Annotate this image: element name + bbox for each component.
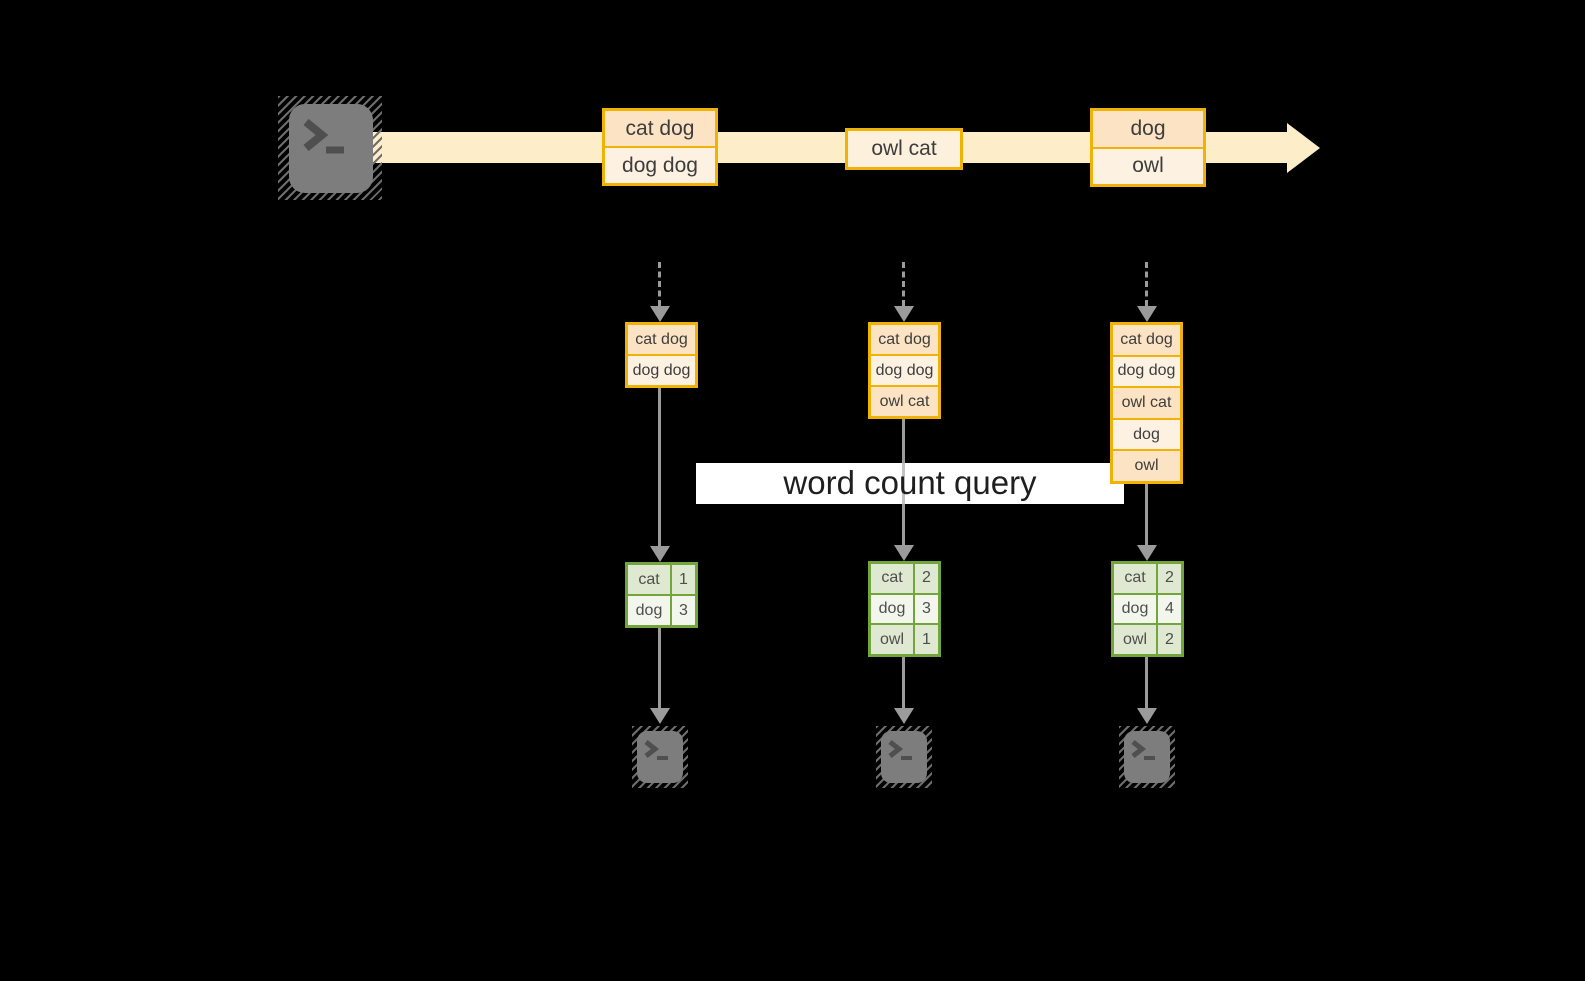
record-text: cat dog [605,111,715,146]
state-records-3: cat dog dog dog owl cat dog owl [1110,322,1183,484]
record-text: dog dog [871,356,938,385]
record-text: owl cat [871,387,938,416]
word-cell: dog [1114,594,1156,624]
count-table-2: cat 2 dog 3 owl 1 [868,561,941,657]
arrow-line [658,386,661,546]
dashed-arrow-line [1145,262,1148,306]
count-table-1: cat 1 dog 3 [625,562,698,628]
state-records-2: cat dog dog dog owl cat [868,322,941,419]
record-text: dog [1093,111,1203,147]
arrow-line [1145,657,1148,708]
word-cell: dog [871,594,913,624]
arrowhead-down-icon [894,306,914,322]
word-cell: cat [1114,564,1156,593]
arrowhead-down-icon [1137,708,1157,724]
stream-record-batch-3: dog owl [1090,108,1206,187]
dashed-arrow-line [902,262,905,306]
arrow-line [902,657,905,708]
terminal-prompt-icon [888,740,912,760]
terminal-prompt-icon [303,118,344,154]
record-text: dog dog [1113,356,1180,387]
word-cell: dog [628,596,670,625]
count-cell: 2 [1158,564,1181,593]
query-label: word count query [783,464,1037,501]
arrowhead-down-icon [894,545,914,561]
count-cell: 1 [672,565,695,594]
record-text: dog [1113,419,1180,450]
record-text: cat dog [871,325,938,354]
state-records-1: cat dog dog dog [625,322,698,388]
arrow-line-over-band [902,463,905,504]
terminal-icon [278,96,382,200]
word-cell: owl [871,625,913,654]
count-cell: 1 [915,625,938,654]
arrowhead-down-icon [650,708,670,724]
word-cell: owl [1114,625,1156,654]
stream-arrowhead [1287,123,1320,173]
record-text: dog dog [605,148,715,183]
record-text: dog dog [628,356,695,385]
record-text: cat dog [628,325,695,354]
arrow-line [1145,482,1148,545]
terminal-icon [876,726,932,788]
word-cell: cat [628,565,670,594]
count-cell: 3 [672,596,695,625]
word-cell: cat [871,564,913,593]
count-table-3: cat 2 dog 4 owl 2 [1111,561,1184,657]
dashed-arrow-line [658,262,661,306]
arrow-line [658,628,661,708]
count-cell: 3 [915,594,938,624]
record-text: owl cat [848,131,960,167]
terminal-prompt-icon [644,740,668,760]
arrowhead-down-icon [1137,545,1157,561]
record-text: owl [1113,451,1180,481]
count-cell: 4 [1158,594,1181,624]
terminal-prompt-icon [1131,740,1155,760]
record-text: owl cat [1113,388,1180,418]
count-cell: 2 [1158,625,1181,654]
arrowhead-down-icon [894,708,914,724]
stream-record-batch-2: owl cat [845,128,963,170]
record-text: cat dog [1113,325,1180,355]
record-text: owl [1093,148,1203,184]
terminal-icon [1119,726,1175,788]
stream-record-batch-1: cat dog dog dog [602,108,718,186]
arrowhead-down-icon [650,546,670,562]
arrowhead-down-icon [650,306,670,322]
arrowhead-down-icon [1137,306,1157,322]
query-band [696,463,1124,504]
terminal-icon [632,726,688,788]
count-cell: 2 [915,564,938,593]
